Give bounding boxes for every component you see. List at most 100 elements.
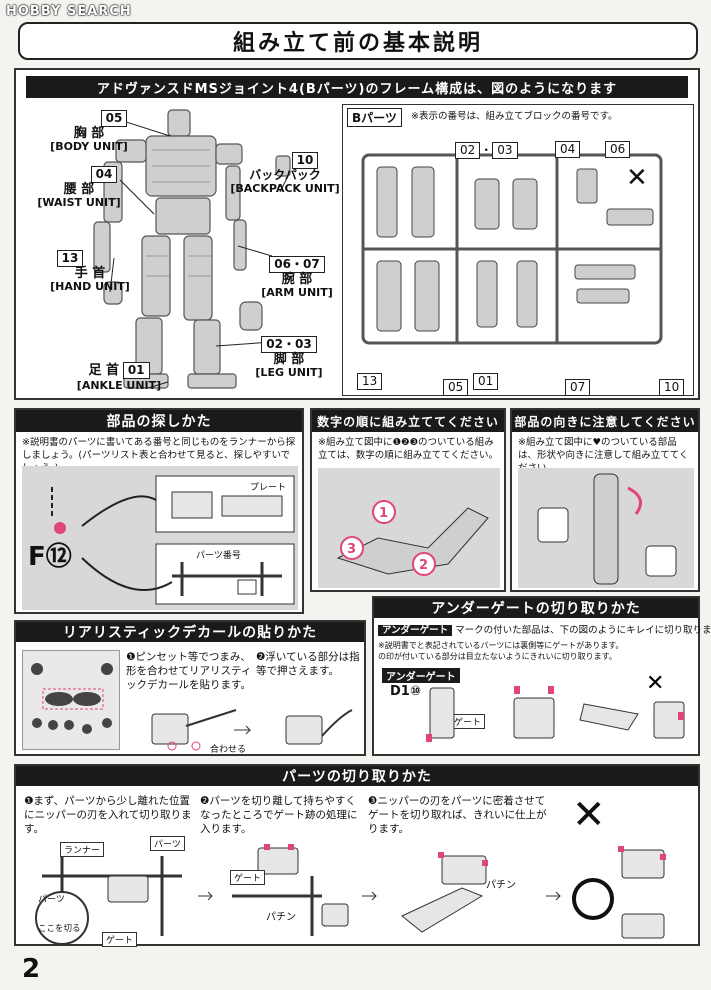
runner-num-04: 04 — [555, 141, 581, 158]
unit-backpack-jp: バックパック — [249, 168, 321, 182]
runner-num-05: 05 — [443, 379, 469, 396]
runner-num-02-03: 02・03 — [455, 141, 518, 159]
unit-ankle-num: 01 — [122, 362, 150, 379]
runner-num-06: 06 — [605, 141, 631, 158]
svg-text:1: 1 — [379, 506, 388, 521]
cut-panel: パーツの切り取りかた ❶まず、パーツから少し離れた位置にニッパーの刃を入れて切り… — [14, 764, 700, 947]
runner-cross-icon: ✕ — [626, 163, 648, 193]
cut-gate-label-1: ゲート — [102, 932, 138, 947]
unit-body: 05 胸 部 [BODY UNIT] — [34, 110, 144, 153]
watermark: HOBBY SEARCH — [6, 4, 132, 19]
cut-heading: パーツの切り取りかた — [16, 766, 698, 786]
decal-heading: リアリスティックデカールの貼りかた — [16, 622, 364, 642]
undergate-note1: ※説明書で — [378, 641, 417, 650]
unit-waist-num: 04 — [90, 166, 118, 183]
svg-text:3: 3 — [347, 542, 356, 557]
cut-step1: ❶まず、パーツから少し離れた位置にニッパーの刃を入れて切り取ります。 — [24, 795, 192, 835]
cut-part-circle-label: パーツ — [38, 895, 65, 905]
orient-panel: 部品の向きに注意してください ※組み立て図中に♥のついている部品は、形状や向きに… — [510, 408, 700, 592]
decal-step-diagram — [151, 709, 353, 751]
runner-num-13: 13 — [357, 373, 383, 390]
find-plate-label: プレート — [248, 480, 289, 493]
find-panel: 部品の探しかた ※説明書のパーツに書いてある番号と同じものをランナーから探しまし… — [14, 408, 304, 614]
undergate-note3: の印が付いている部分は目立たないようにきれいに切り取ります。 — [378, 652, 617, 661]
runner-num-07: 07 — [565, 379, 591, 396]
undergate-sample-tag: アンダーゲート — [382, 668, 460, 683]
cut-diagram — [35, 844, 666, 944]
undergate-note2: と表記されているパーツには裏側等にゲートがあります。 — [416, 641, 624, 650]
cut-cut-here-label: ここを切る — [38, 924, 81, 934]
cut-snap-label-2: パチン — [486, 880, 516, 891]
page-title: 組み立て前の基本説明 — [18, 22, 698, 60]
runner-num-01: 01 — [473, 373, 499, 390]
unit-backpack: 10 バックパック [BACKPACK UNIT] — [230, 152, 340, 195]
runner-num-03: 03 — [492, 142, 518, 159]
cut-step2: ❷パーツを切り離して持ちやすくなったところでゲート跡の処理に入ります。 — [200, 795, 358, 835]
order-heading: 数字の順に組み立ててください — [312, 410, 504, 432]
undergate-panel: アンダーゲートの切り取りかた アンダーゲート マークの付いた部品は、下の図のよう… — [372, 596, 711, 756]
decal-sheet-illustration — [31, 663, 113, 734]
cut-ok-circle-icon — [572, 878, 614, 920]
unit-hand-en: [HAND UNIT] — [50, 280, 130, 293]
unit-body-en: [BODY UNIT] — [50, 140, 128, 153]
frame-heading: アドヴァンスドMSジョイント4(Bパーツ)のフレーム構成は、図のようになります — [26, 76, 688, 98]
bparts-box: Bパーツ ※表示の番号は、組み立てブロックの番号です。 — [342, 104, 694, 396]
unit-arm: 06・07 腕 部 [ARM UNIT] — [252, 256, 342, 299]
unit-hand-jp: 手 首 — [74, 266, 106, 281]
decal-step2: ❷浮いている部分は指等で押さえます。 — [256, 651, 360, 677]
unit-backpack-num: 10 — [291, 152, 319, 169]
unit-body-num: 05 — [100, 110, 128, 127]
unit-ankle: 足 首 01 [ANKLE UNIT] — [54, 362, 184, 392]
unit-body-jp: 胸 部 — [73, 126, 105, 141]
unit-arm-num: 06・07 — [269, 256, 325, 273]
unit-leg-jp: 脚 部 — [273, 352, 305, 367]
unit-waist: 04 腰 部 [WAIST UNIT] — [24, 166, 134, 209]
unit-waist-jp: 腰 部 — [63, 182, 95, 197]
orient-illustration — [518, 468, 694, 588]
orient-heading: 部品の向きに注意してください — [512, 410, 698, 432]
unit-leg: 02・03 脚 部 [LEG UNIT] — [244, 336, 334, 379]
cut-parts-label: パーツ — [150, 836, 185, 851]
find-partno-label: パーツ番号 — [194, 548, 243, 561]
decal-align-label: 合わせる — [210, 745, 247, 755]
frame-panel: アドヴァンスドMSジョイント4(Bパーツ)のフレーム構成は、図のようになります — [14, 68, 700, 400]
unit-backpack-en: [BACKPACK UNIT] — [230, 182, 340, 195]
runner-num-02: 02 — [455, 142, 481, 159]
unit-hand-num: 13 — [56, 250, 84, 267]
cut-snap-label-1: パチン — [266, 912, 296, 923]
cut-step3: ❸ニッパーの刃をパーツに密着させてゲートを切り取れば、きれいに仕上がります。 — [368, 795, 547, 835]
undergate-desc-row: アンダーゲート マークの付いた部品は、下の図のようにキレイに切り取ります。 — [378, 622, 711, 636]
b-runner-illustration — [361, 153, 663, 345]
order-note: ※組み立て図中に❶❷❸のついている組み立ては、数字の順に組み立ててください。 — [318, 437, 499, 461]
find-f12-label: F⑫ — [28, 542, 72, 572]
undergate-note: ※説明書でと表記されているパーツには裏側等にゲートがあります。 の印が付いている… — [378, 640, 698, 662]
unit-ankle-en: [ANKLE UNIT] — [76, 379, 162, 392]
unit-arm-en: [ARM UNIT] — [261, 286, 333, 299]
order-illustration: 1 3 2 — [318, 468, 500, 588]
decal-panel: リアリスティックデカールの貼りかた ❶ピンセット等でつまみ、形を合わせてリアリス… — [14, 620, 366, 756]
decal-step1: ❶ピンセット等でつまみ、形を合わせてリアリスティックデカールを貼ります。 — [126, 651, 252, 691]
undergate-diagram: ✕ — [426, 671, 685, 742]
undergate-desc: マークの付いた部品は、下の図のようにキレイに切り取ります。 — [455, 625, 711, 636]
unit-leg-num: 02・03 — [261, 336, 317, 353]
find-illustration: F⑫ プレート パーツ番号 — [22, 466, 298, 610]
runner-num-10: 10 — [659, 379, 685, 396]
order-diagram: 1 3 2 — [336, 500, 489, 576]
svg-text:✕: ✕ — [646, 671, 664, 696]
find-diagram — [51, 475, 295, 605]
bparts-label: Bパーツ — [347, 108, 402, 127]
unit-arm-jp: 腕 部 — [281, 272, 313, 287]
undergate-tag: アンダーゲート — [378, 625, 453, 636]
unit-hand: 13 手 首 [HAND UNIT] — [40, 250, 140, 293]
undergate-heading: アンダーゲートの切り取りかた — [374, 598, 698, 618]
svg-text:2: 2 — [419, 558, 428, 573]
order-panel: 数字の順に組み立ててください ※組み立て図中に❶❷❸のついている組み立ては、数字… — [310, 408, 506, 592]
orient-diagram — [537, 473, 677, 585]
cut-runner-label: ランナー — [60, 842, 105, 857]
cut-ng-cross-icon: ✕ — [572, 792, 606, 838]
unit-waist-en: [WAIST UNIT] — [37, 196, 121, 209]
unit-leg-en: [LEG UNIT] — [255, 366, 323, 379]
bparts-note: ※表示の番号は、組み立てブロックの番号です。 — [411, 111, 618, 122]
decal-sheet — [22, 650, 120, 750]
undergate-sample-code: D1⑩ — [390, 684, 421, 699]
